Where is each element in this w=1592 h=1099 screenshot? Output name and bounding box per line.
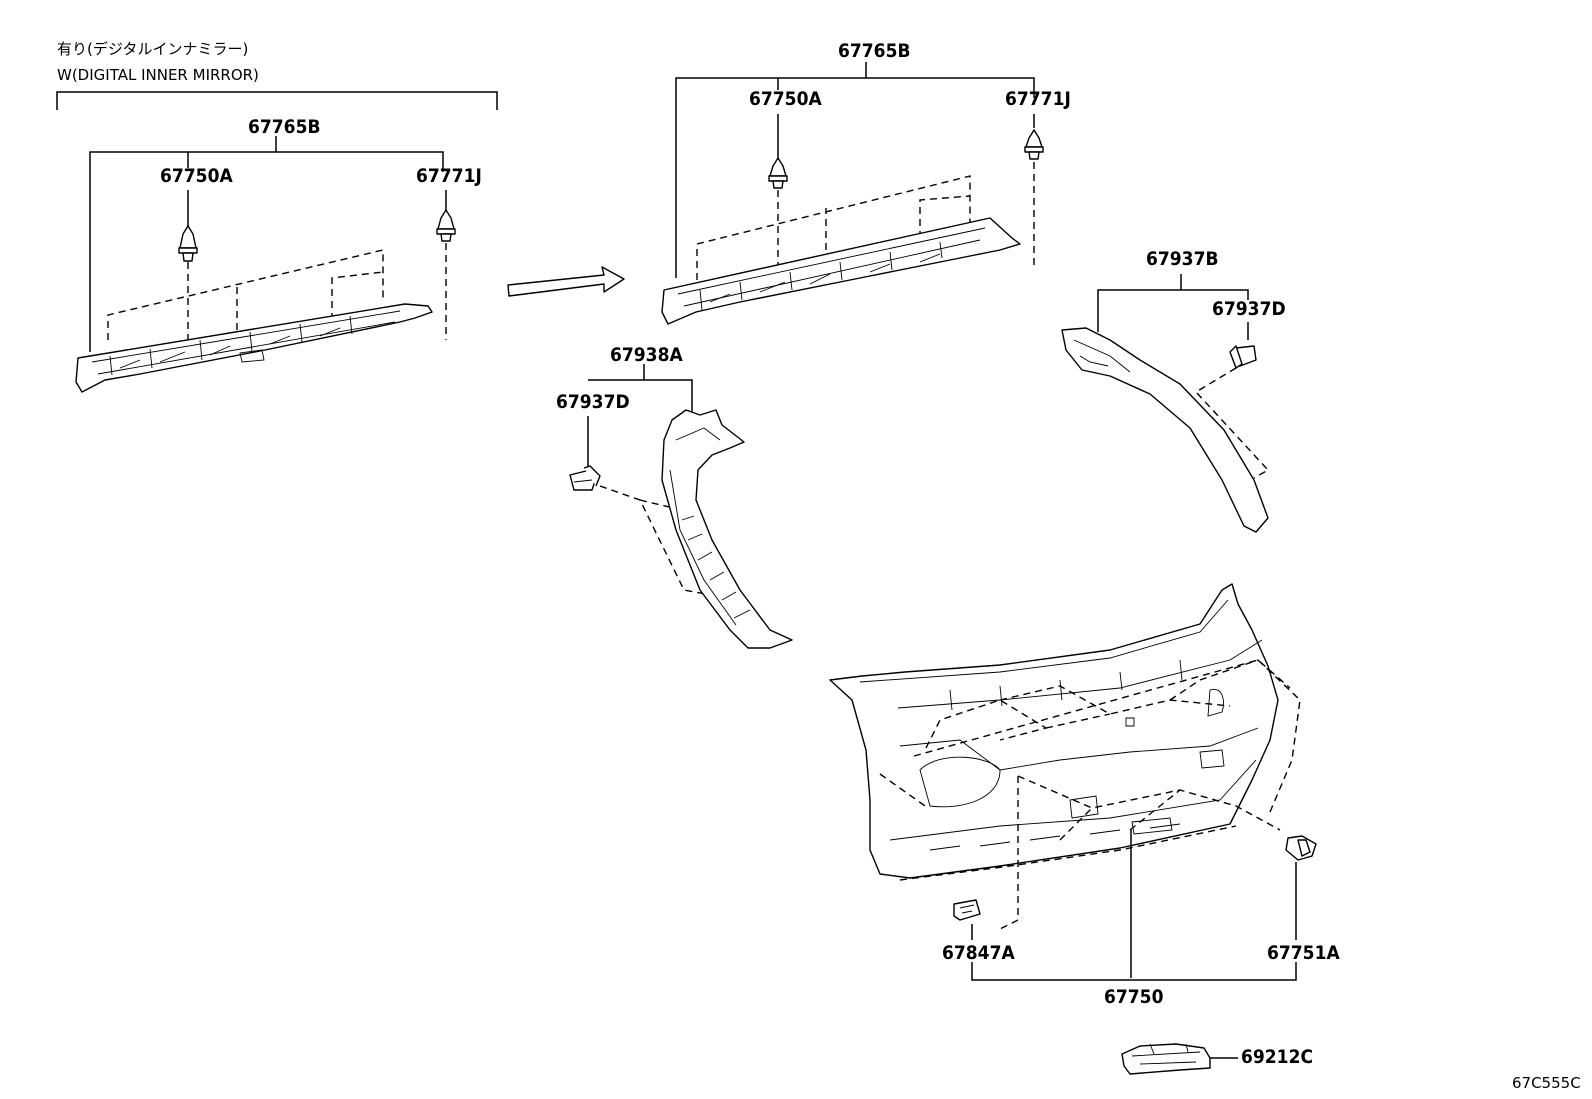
cover-67847a-icon — [953, 899, 981, 921]
variant-note-japanese: 有り(デジタルインナミラー) — [57, 40, 249, 58]
variant-note-english: W(DIGITAL INNER MIRROR) — [57, 66, 259, 84]
label-67750a-left: 67750A — [160, 165, 233, 187]
clip-67937d-left-icon — [569, 465, 601, 491]
upper-right-trim-group — [661, 62, 1044, 325]
label-67750a-right: 67750A — [749, 88, 822, 110]
clip-67750a-left-icon — [178, 190, 198, 262]
label-67771j-right: 67771J — [1005, 88, 1071, 110]
clip-67751a-icon — [1285, 835, 1317, 861]
lamp-69212c-icon — [1121, 1043, 1211, 1075]
label-67765b-right: 67765B — [838, 40, 911, 62]
clip-67750a-right-icon — [768, 157, 788, 189]
label-67847a: 67847A — [942, 942, 1015, 964]
upper-left-trim-group — [75, 136, 456, 393]
label-67937d-right: 67937D — [1212, 298, 1286, 320]
label-67938a: 67938A — [610, 344, 683, 366]
lower-callout-group — [953, 830, 1317, 1075]
diagram-code: 67C555C — [1512, 1074, 1581, 1092]
label-67771j-left: 67771J — [416, 165, 482, 187]
back-door-trim-group — [829, 583, 1301, 931]
clip-67771j-right-icon — [1024, 129, 1044, 160]
label-69212c: 69212C — [1241, 1046, 1314, 1068]
label-67937d-left: 67937D — [556, 391, 630, 413]
transition-arrow-icon — [507, 266, 625, 297]
variant-bracket — [56, 91, 498, 110]
label-67765b-left: 67765B — [248, 116, 321, 138]
clip-67937d-right-icon — [1229, 345, 1257, 369]
label-67750: 67750 — [1104, 986, 1164, 1008]
right-pillar-group — [1061, 274, 1270, 533]
clip-67771j-left-icon — [436, 190, 456, 242]
left-pillar-group — [569, 364, 793, 649]
label-67751a: 67751A — [1267, 942, 1340, 964]
label-67937b: 67937B — [1146, 248, 1219, 270]
